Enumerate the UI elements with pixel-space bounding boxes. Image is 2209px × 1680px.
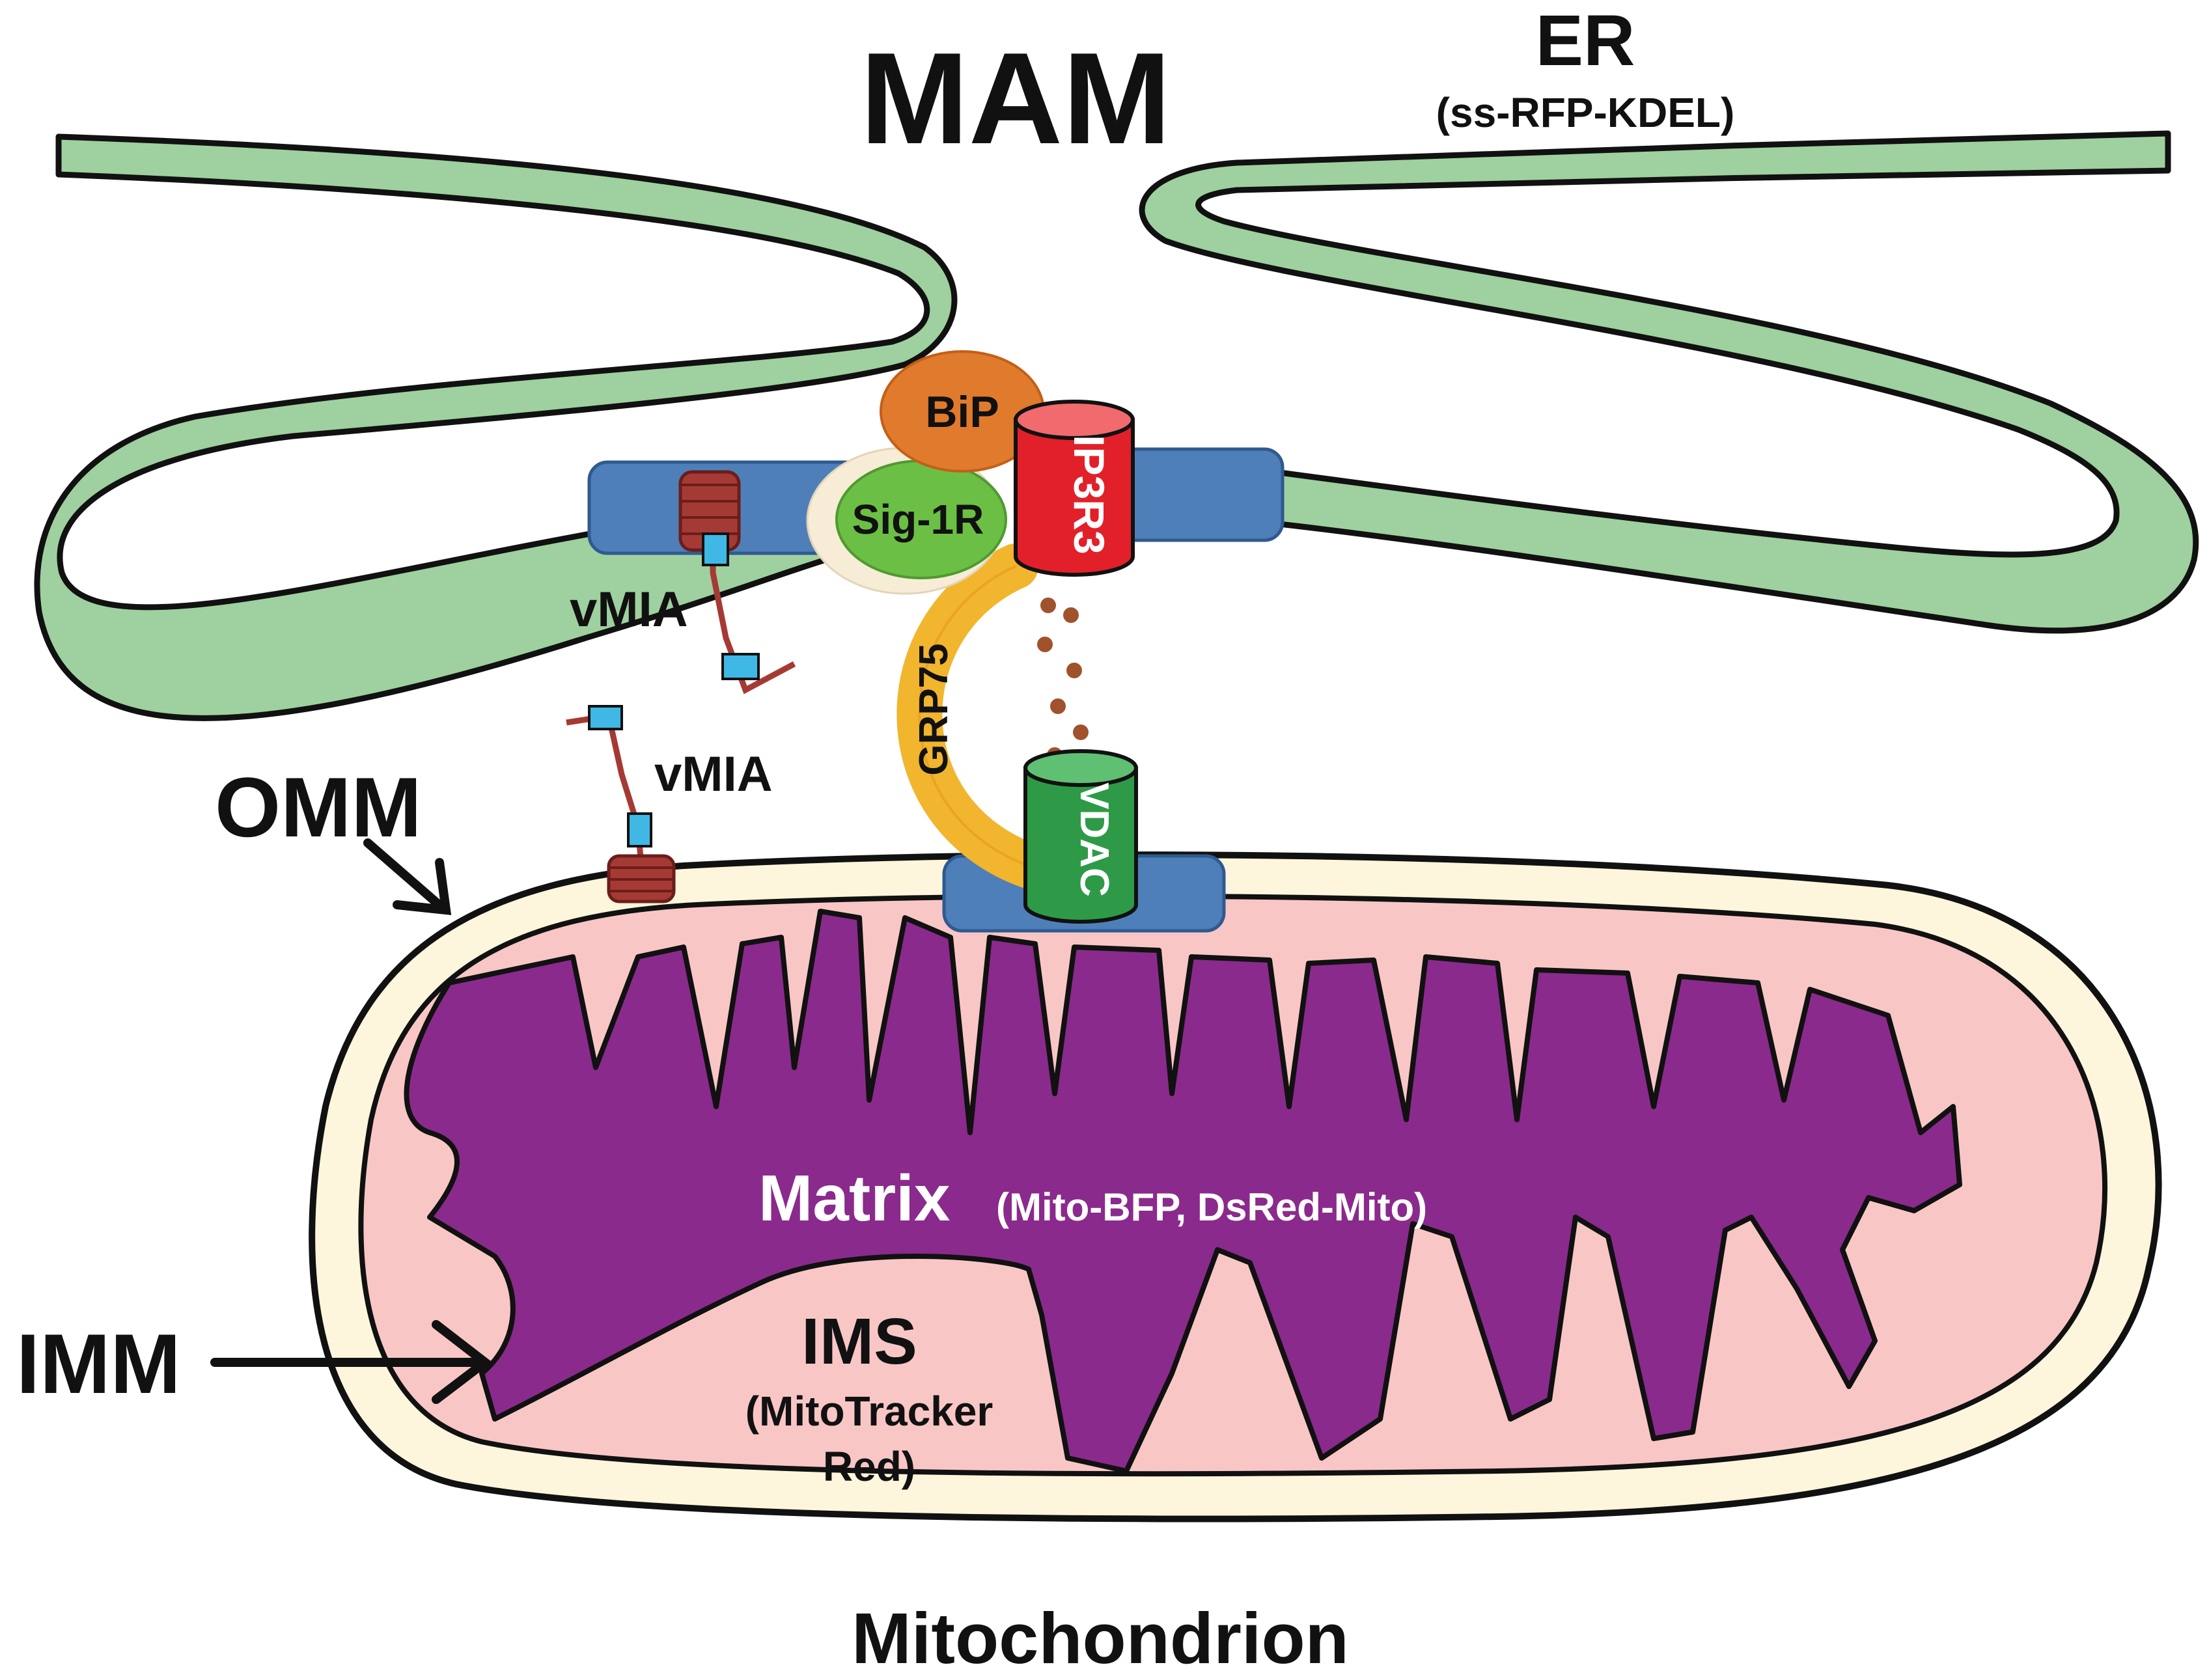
vdac-channel: VDAC [1023, 749, 1138, 924]
matrix-label: Matrix [758, 1162, 951, 1235]
calcium-dot [1073, 724, 1089, 740]
vmia-domain [588, 705, 623, 730]
ims-marker-line1: (MitoTracker [745, 1388, 993, 1435]
imm-arrow [210, 1320, 493, 1404]
mam-title: MAM [860, 26, 1171, 171]
matrix-markers-label: (Mito-BFP, DsRed-Mito) [996, 1185, 1427, 1229]
calcium-dot [1050, 698, 1066, 714]
mitochondrion-title: Mitochondrion [852, 1599, 1349, 1679]
vmia-er-label: vMIA [570, 582, 688, 637]
ims-marker-line2: Red) [823, 1443, 915, 1490]
calcium-dot [1037, 637, 1053, 652]
er-title: ER [1536, 1, 1635, 81]
er-left-lobe [34, 133, 958, 721]
imm-label: IMM [16, 1316, 181, 1411]
omm-arrow [363, 838, 452, 915]
grp75-label: GRP75 [911, 643, 956, 775]
sig1r-label: Sig-1R [852, 496, 984, 543]
ip3r3-channel: IP3R3 [1014, 400, 1135, 577]
omm-label: OMM [215, 760, 422, 855]
vmia-er-protein [678, 470, 796, 695]
grp75-arc-edge [918, 565, 1030, 867]
er-marker-label: (ss-RFP-KDEL) [1436, 89, 1735, 136]
bip-label: BiP [925, 387, 999, 437]
calcium-dot [1066, 663, 1082, 678]
vmia-omm-label: vMIA [654, 747, 773, 802]
ip3r3-label: IP3R3 [1065, 435, 1113, 554]
vdac-label: VDAC [1072, 782, 1117, 897]
calcium-ions [1037, 598, 1089, 763]
vdac-body [1023, 766, 1138, 924]
vmia-omm-protein [566, 705, 676, 903]
vmia-domain [721, 653, 760, 680]
er-right-lobe-lumen [1139, 130, 2199, 634]
vdac-top [1023, 749, 1138, 787]
vmia-domain [627, 812, 652, 847]
calcium-dot [1063, 607, 1079, 623]
er-left-lobe-lumen [34, 133, 958, 721]
calcium-dot [1040, 598, 1056, 613]
ip3r3-top [1014, 400, 1135, 440]
vmia-domain [702, 532, 729, 566]
mitochondrion [309, 851, 2162, 1522]
ip3r3-body [1014, 418, 1135, 577]
mitochondrion-matrix [404, 909, 1962, 1474]
ims-label: IMS [801, 1305, 917, 1378]
er-right-lobe [1139, 130, 2199, 634]
